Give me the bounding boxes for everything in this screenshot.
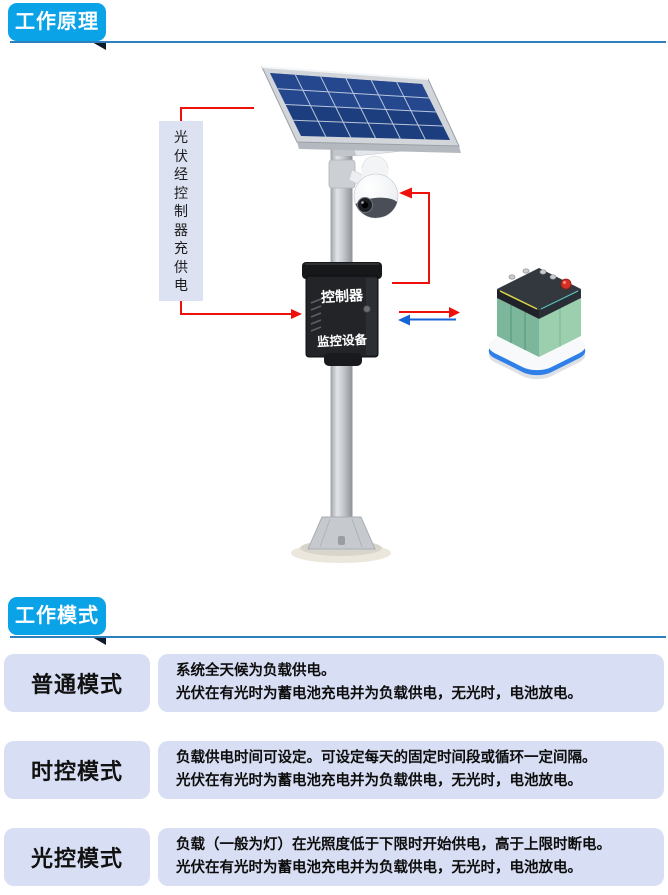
mode-desc-line: 负载供电时间可设定。可设定每天的固定时间段或循环一定间隔。 bbox=[176, 750, 597, 766]
mode-desc-line: 负载（一般为灯）在光照度低于下限时开始供电，高于上限时断电。 bbox=[176, 837, 611, 853]
mode-desc-line: 光伏在有光时为蓄电池充电并为负载供电，无光时，电池放电。 bbox=[176, 773, 582, 789]
mode-rule bbox=[10, 636, 666, 638]
mode-desc-line: 系统全天候为负载供电。 bbox=[176, 663, 336, 679]
divider-dots bbox=[149, 828, 157, 886]
mode-desc-card: 系统全天候为负载供电。 光伏在有光时为蓄电池充电并为负载供电，无光时，电池放电。 bbox=[158, 654, 664, 712]
working-principle-diagram bbox=[180, 66, 586, 563]
principle-badge: 工作原理 bbox=[8, 3, 106, 41]
pv-to-panel-line bbox=[180, 107, 254, 121]
divider-dots bbox=[149, 654, 157, 712]
pv-flow-label: 光伏经控制器充供电 bbox=[174, 129, 188, 293]
principle-badge-fold bbox=[92, 42, 106, 50]
pole-flare bbox=[307, 516, 376, 550]
controller-box-title: 控制器 bbox=[320, 286, 364, 306]
controller-box-subtitle: 监控设备 bbox=[316, 332, 368, 350]
mode-desc-line: 光伏在有光时为蓄电池充电并为负载供电，无光时，电池放电。 bbox=[176, 860, 582, 876]
mode-title-card: 光控模式 bbox=[4, 828, 150, 886]
pv-flow-label-box: 光伏经控制器充供电 bbox=[159, 121, 203, 301]
mode-desc-card: 负载（一般为灯）在光照度低于下限时开始供电，高于上限时断电。 光伏在有光时为蓄电… bbox=[158, 828, 664, 886]
mode-badge-fold bbox=[92, 637, 106, 645]
mode-title-card: 普通模式 bbox=[4, 654, 150, 712]
battery bbox=[488, 268, 586, 380]
solar-panel bbox=[261, 66, 461, 153]
mode-row: 时控模式 负载供电时间可设定。可设定每天的固定时间段或循环一定间隔。 光伏在有光… bbox=[0, 741, 668, 799]
mode-title: 普通模式 bbox=[30, 672, 123, 697]
pv-to-controller-arrow bbox=[180, 300, 291, 315]
mode-desc-line: 光伏在有光时为蓄电池充电并为负载供电，无光时，电池放电。 bbox=[176, 686, 582, 702]
arrowhead-to-camera bbox=[399, 187, 412, 199]
mode-row: 光控模式 负载（一般为灯）在光照度低于下限时开始供电，高于上限时断电。 光伏在有… bbox=[0, 828, 668, 886]
mode-desc-card: 负载供电时间可设定。可设定每天的固定时间段或循环一定间隔。 光伏在有光时为蓄电池… bbox=[158, 741, 664, 799]
vent-slats bbox=[310, 298, 322, 332]
arrowhead-discharge bbox=[398, 314, 410, 326]
arrowhead-charge bbox=[449, 307, 460, 318]
ptz-camera bbox=[328, 155, 399, 219]
divider-dots bbox=[149, 741, 157, 799]
mode-title-card: 时控模式 bbox=[4, 741, 150, 799]
controller-to-camera-arrow bbox=[392, 192, 430, 284]
principle-rule bbox=[10, 41, 666, 43]
arrowhead-to-controller bbox=[291, 309, 302, 319]
controller-box bbox=[302, 262, 382, 366]
mode-badge: 工作模式 bbox=[8, 597, 106, 635]
mode-row: 普通模式 系统全天候为负载供电。 光伏在有光时为蓄电池充电并为负载供电，无光时，… bbox=[0, 654, 668, 712]
mode-title: 光控模式 bbox=[30, 846, 123, 871]
mode-title: 时控模式 bbox=[30, 759, 123, 784]
